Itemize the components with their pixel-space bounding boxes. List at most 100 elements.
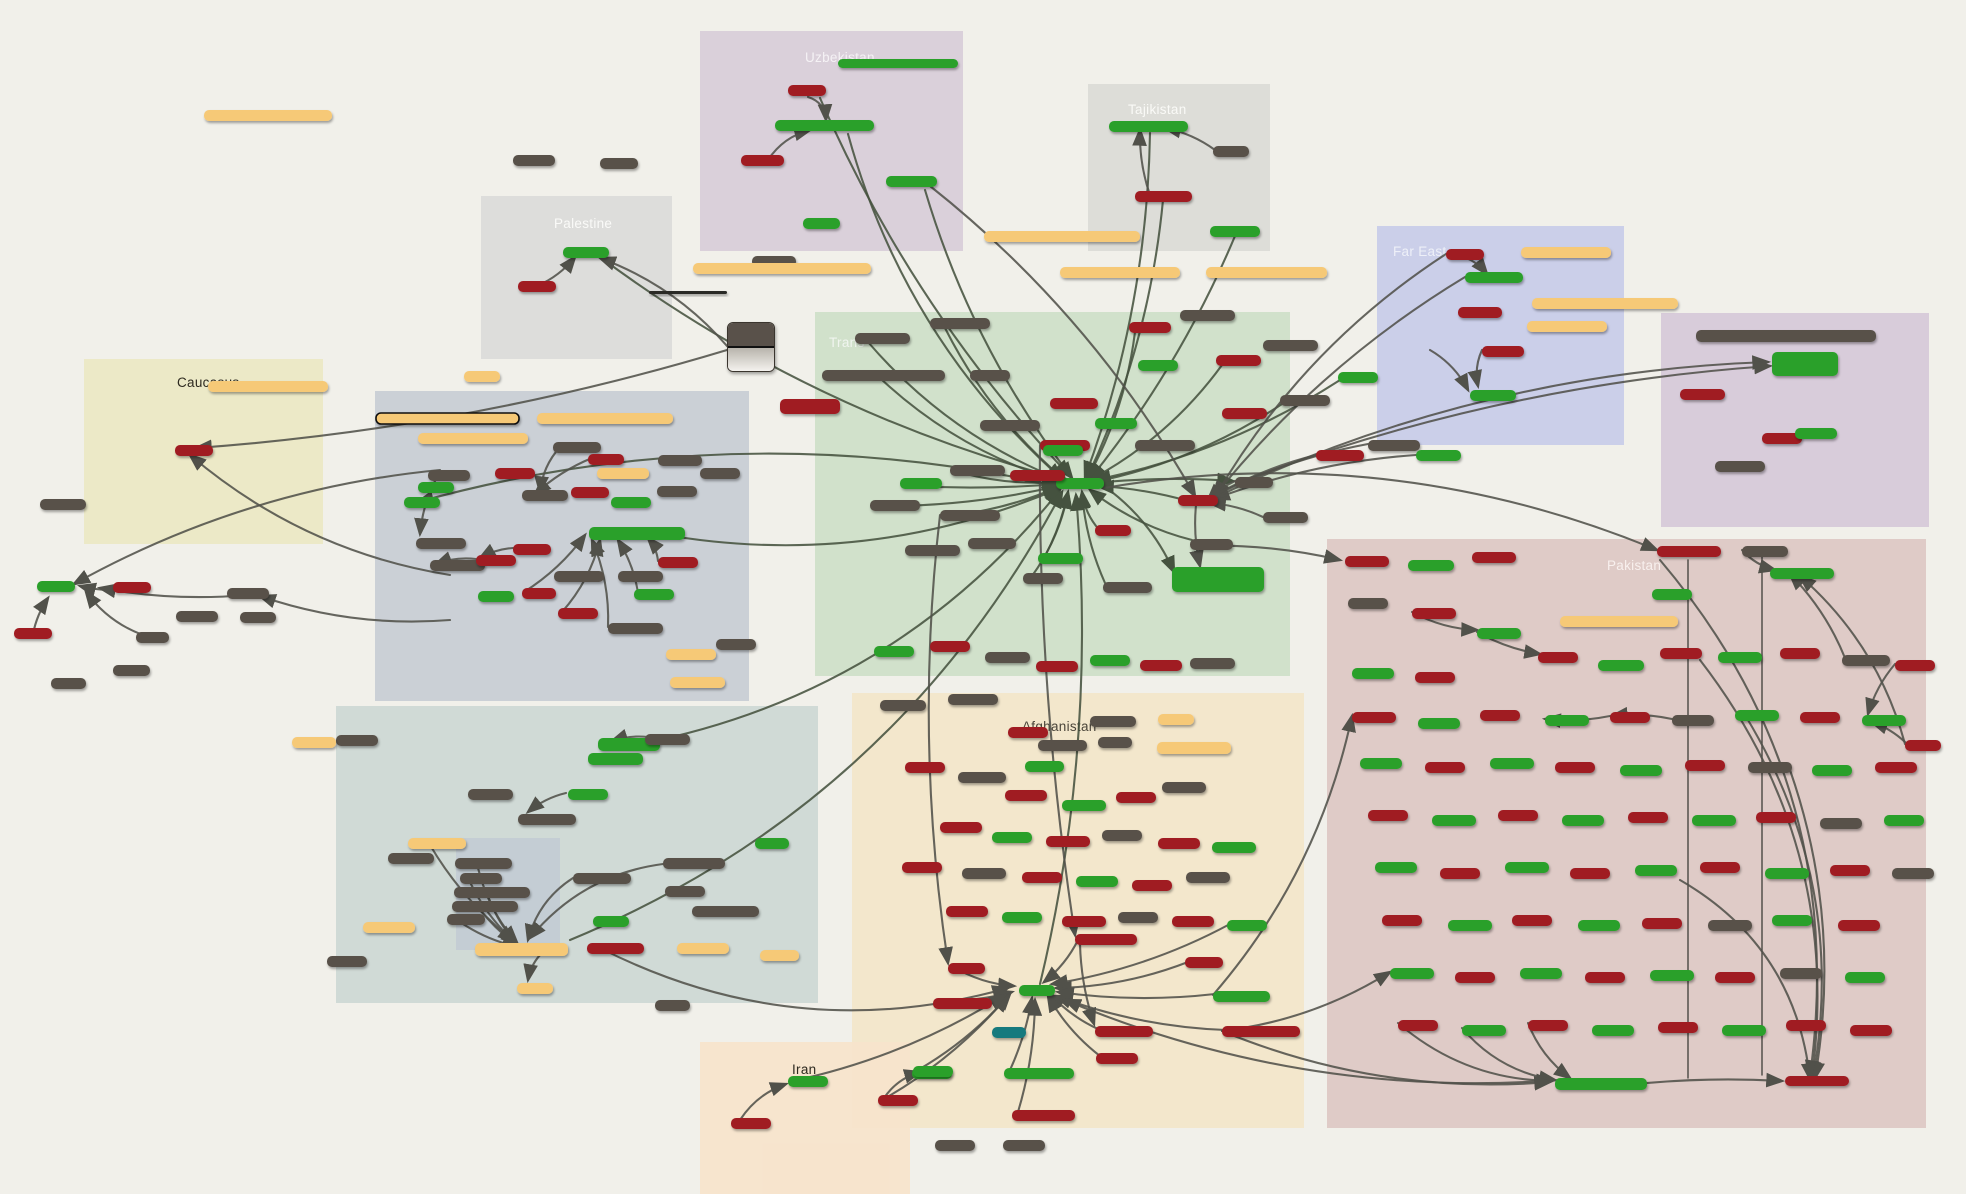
graph-node[interactable] (1555, 762, 1595, 773)
graph-node[interactable] (1138, 360, 1178, 371)
graph-node[interactable] (1765, 868, 1809, 879)
graph-node[interactable] (1190, 658, 1235, 669)
graph-node[interactable] (292, 737, 336, 748)
graph-node[interactable] (913, 1066, 953, 1077)
graph-node[interactable] (1585, 972, 1625, 983)
graph-node[interactable] (870, 500, 920, 511)
graph-node[interactable] (1532, 298, 1678, 309)
graph-node[interactable] (1098, 737, 1132, 748)
graph-node[interactable] (838, 59, 958, 68)
graph-node[interactable] (788, 1076, 828, 1087)
graph-node[interactable] (1735, 710, 1779, 721)
graph-node[interactable] (1022, 872, 1062, 883)
graph-node[interactable] (136, 632, 169, 643)
graph-node[interactable] (1432, 815, 1476, 826)
graph-node[interactable] (1050, 398, 1098, 409)
graph-node[interactable] (1465, 272, 1523, 283)
graph-node[interactable] (1005, 790, 1047, 801)
graph-node[interactable] (1795, 428, 1837, 439)
graph-node[interactable] (1235, 477, 1273, 488)
graph-node[interactable] (1102, 830, 1142, 841)
graph-node[interactable] (780, 399, 840, 414)
graph-node[interactable] (716, 639, 756, 650)
graph-node[interactable] (176, 611, 218, 622)
graph-node[interactable] (1172, 916, 1214, 927)
graph-node[interactable] (760, 950, 799, 961)
graph-node[interactable] (1222, 408, 1267, 419)
graph-node[interactable] (905, 762, 945, 773)
graph-node[interactable] (655, 1000, 690, 1011)
graph-node[interactable] (1004, 1068, 1074, 1079)
graph-node[interactable] (1019, 985, 1055, 996)
graph-node[interactable] (1090, 655, 1130, 666)
graph-node[interactable] (388, 853, 434, 864)
graph-node[interactable] (553, 442, 601, 453)
graph-node[interactable] (1348, 598, 1388, 609)
graph-node[interactable] (1482, 346, 1524, 357)
graph-node[interactable] (1352, 712, 1396, 723)
graph-node[interactable] (1462, 1025, 1506, 1036)
graph-node[interactable] (1062, 916, 1106, 927)
graph-node[interactable] (1095, 418, 1137, 429)
graph-node[interactable] (1076, 876, 1118, 887)
graph-node[interactable] (227, 588, 269, 599)
graph-node[interactable] (962, 868, 1006, 879)
graph-node[interactable] (880, 700, 926, 711)
graph-node[interactable] (1135, 440, 1195, 451)
graph-node[interactable] (537, 413, 673, 424)
graph-node[interactable] (1570, 868, 1610, 879)
graph-node[interactable] (985, 652, 1030, 663)
graph-node[interactable] (468, 789, 513, 800)
graph-node[interactable] (454, 887, 530, 898)
graph-node[interactable] (958, 772, 1006, 783)
graph-node[interactable] (1875, 762, 1917, 773)
graph-node[interactable] (775, 120, 874, 131)
graph-node[interactable] (1812, 765, 1852, 776)
graph-node[interactable] (327, 956, 367, 967)
graph-node[interactable] (1845, 972, 1885, 983)
graph-node[interactable] (649, 291, 727, 294)
graph-node[interactable] (1038, 740, 1087, 751)
graph-node[interactable] (588, 454, 624, 465)
graph-node[interactable] (666, 649, 716, 660)
graph-node[interactable] (113, 582, 151, 593)
graph-node[interactable] (1010, 470, 1065, 481)
graph-node[interactable] (1455, 972, 1495, 983)
graph-node[interactable] (336, 735, 378, 746)
graph-node[interactable] (375, 412, 520, 425)
graph-node[interactable] (1003, 1140, 1045, 1151)
graph-node[interactable] (741, 155, 784, 166)
graph-node[interactable] (475, 943, 568, 956)
graph-node[interactable] (1480, 710, 1520, 721)
graph-node[interactable] (1025, 761, 1064, 772)
graph-node[interactable] (404, 497, 440, 508)
graph-node[interactable] (1527, 321, 1607, 332)
graph-node[interactable] (1657, 546, 1721, 557)
graph-node[interactable] (587, 943, 644, 954)
graph-node[interactable] (1528, 1020, 1568, 1031)
graph-node[interactable] (1892, 868, 1934, 879)
graph-node[interactable] (948, 694, 998, 705)
graph-node[interactable] (593, 916, 629, 927)
graph-node[interactable] (1696, 330, 1876, 342)
graph-node[interactable] (1446, 249, 1484, 260)
graph-node[interactable] (1415, 672, 1455, 683)
graph-node[interactable] (755, 838, 789, 849)
graph-node[interactable] (1692, 815, 1736, 826)
graph-node[interactable] (940, 510, 1000, 521)
graph-node[interactable] (1715, 972, 1755, 983)
graph-node[interactable] (1842, 655, 1890, 666)
graph-node[interactable] (1477, 628, 1521, 639)
graph-node[interactable] (1592, 1025, 1634, 1036)
graph-node[interactable] (1520, 968, 1562, 979)
graph-node[interactable] (634, 589, 674, 600)
graph-node[interactable] (428, 470, 470, 481)
graph-node[interactable] (946, 906, 988, 917)
graph-node[interactable] (1375, 862, 1417, 873)
graph-node[interactable] (522, 588, 556, 599)
graph-node[interactable] (700, 468, 740, 479)
graph-node[interactable] (600, 158, 638, 169)
graph-node[interactable] (1598, 660, 1644, 671)
graph-node[interactable] (208, 381, 328, 392)
graph-node[interactable] (1398, 1020, 1438, 1031)
